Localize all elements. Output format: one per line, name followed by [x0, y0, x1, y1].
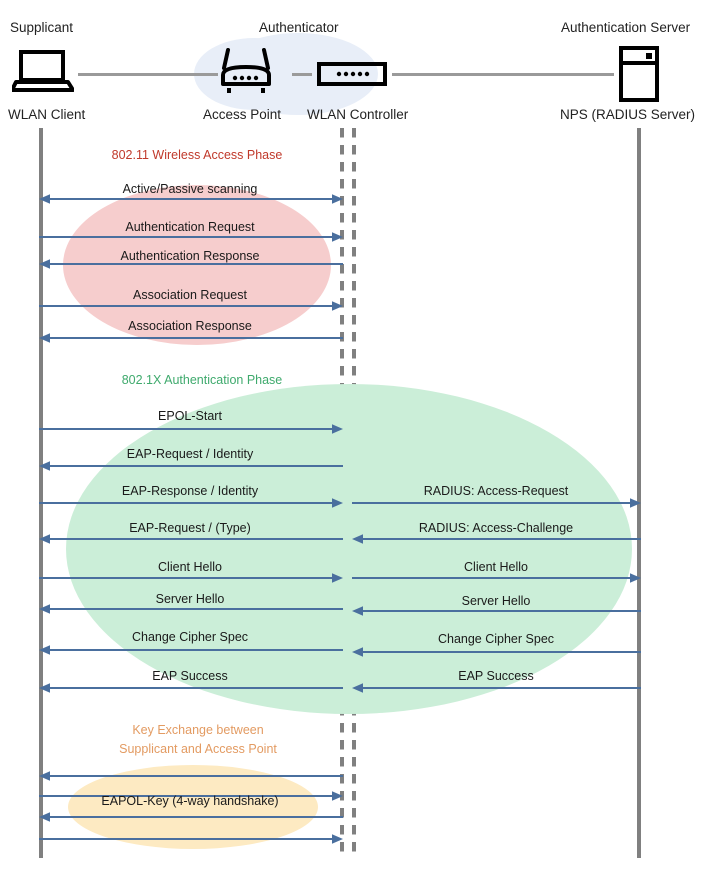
lifeline-supplicant: [39, 128, 43, 858]
laptop-icon: [12, 50, 74, 92]
message-arrow-left: [39, 259, 343, 269]
message-arrow-bidirectional: [39, 194, 343, 204]
message-label: RADIUS: Access-Challenge: [418, 521, 574, 535]
message-label: Authentication Request: [125, 220, 255, 234]
message-label: EAP Success: [458, 669, 534, 683]
message-arrow-left: [352, 683, 641, 693]
message-arrow-right: [39, 573, 343, 583]
message-arrow-left: [352, 534, 641, 544]
phase-caption-key-exchange: Key Exchange between Supplicant and Acce…: [119, 723, 277, 756]
message-arrow-right: [39, 424, 343, 434]
phase-caption-dot1x: 802.1X Authentication Phase: [121, 373, 283, 387]
message-label: EPOL-Start: [158, 409, 222, 423]
message-arrow-right: [39, 834, 343, 844]
message-label: Authentication Response: [120, 249, 260, 263]
message-label: Active/Passive scanning: [122, 182, 258, 196]
message-arrow-right: [39, 498, 343, 508]
message-label: EAP-Response / Identity: [121, 484, 259, 498]
message-arrow-right: [39, 791, 343, 801]
message-label: Change Cipher Spec: [131, 630, 249, 644]
role-title-auth-server: Authentication Server: [561, 20, 691, 35]
message-label: Change Cipher Spec: [437, 632, 555, 646]
actor-name-nps: NPS (RADIUS Server): [560, 107, 696, 122]
message-label: EAP-Request / (Type): [129, 521, 251, 535]
message-arrow-left: [39, 683, 343, 693]
message-arrow-left: [39, 333, 343, 343]
actor-name-access-point: Access Point: [203, 107, 282, 122]
phase-ellipse-key-exchange: [68, 765, 318, 849]
server-tower-icon: [618, 46, 660, 102]
lifeline-auth-server: [637, 128, 641, 858]
message-label: Server Hello: [155, 592, 225, 606]
role-title-authenticator: Authenticator: [259, 20, 339, 35]
message-label: EAP-Request / Identity: [126, 447, 254, 461]
actor-name-wlan-controller: WLAN Controller: [307, 107, 409, 122]
message-arrow-right: [39, 232, 343, 242]
phase-caption-wireless-access: 802.11 Wireless Access Phase: [111, 148, 283, 162]
message-label: RADIUS: Access-Request: [423, 484, 569, 498]
message-label: Client Hello: [464, 560, 528, 574]
message-arrow-left: [39, 604, 343, 614]
message-arrow-left: [39, 461, 343, 471]
message-label: Association Response: [128, 319, 252, 333]
message-arrow-left: [39, 812, 343, 822]
actor-name-wlan-client: WLAN Client: [8, 107, 86, 122]
phase-ellipse-dot1x: [66, 384, 632, 714]
message-label: Server Hello: [461, 594, 531, 608]
message-arrow-right: [352, 498, 641, 508]
message-label: EAP Success: [152, 669, 228, 683]
wireless-router-icon: [215, 48, 277, 94]
message-label: Client Hello: [158, 560, 222, 574]
message-arrow-left: [352, 647, 641, 657]
role-title-supplicant: Supplicant: [10, 20, 74, 35]
network-switch-icon: [317, 62, 387, 86]
link-ap-controller: [292, 73, 312, 76]
message-label: Association Request: [133, 288, 247, 302]
message-arrow-left: [39, 645, 343, 655]
message-arrow-left: [39, 771, 343, 781]
message-arrow-right: [352, 573, 641, 583]
message-arrow-left: [352, 606, 641, 616]
link-client-ap: [78, 73, 218, 76]
message-arrow-right: [39, 301, 343, 311]
link-controller-server: [392, 73, 614, 76]
message-label: EAPOL-Key (4-way handshake): [101, 794, 279, 808]
message-arrow-left: [39, 534, 343, 544]
